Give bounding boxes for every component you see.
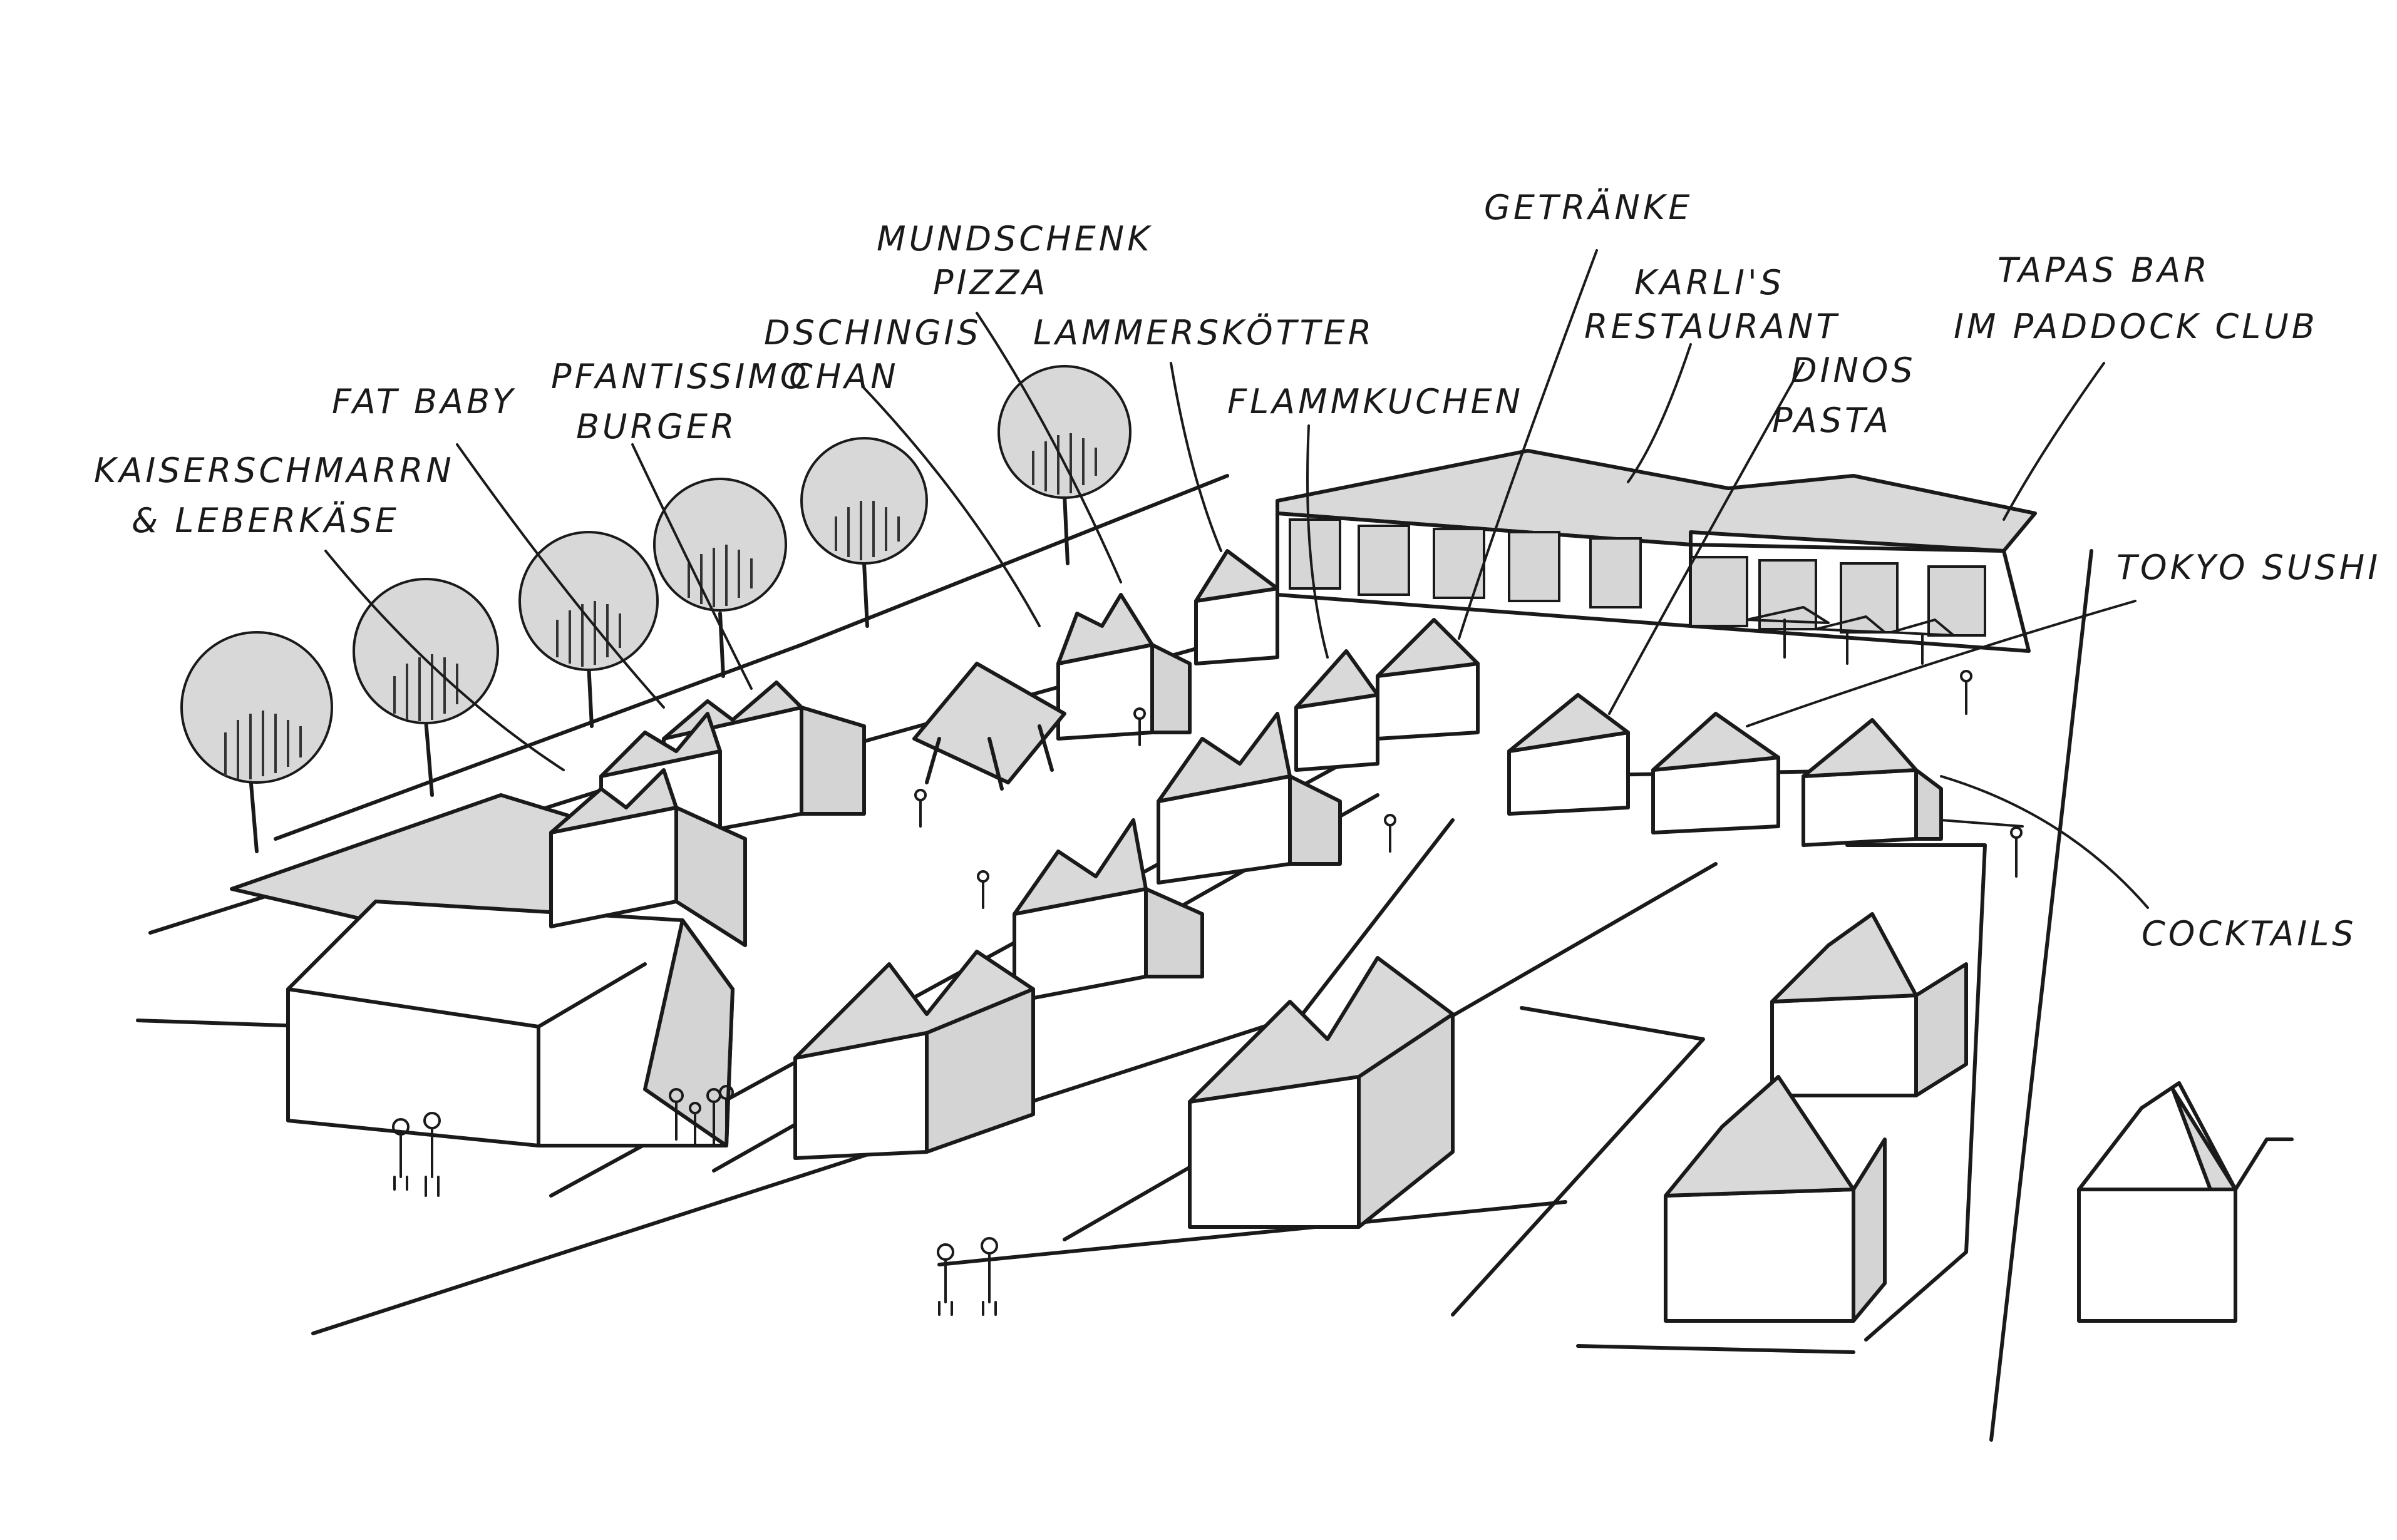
tent-flammkuchen	[1294, 649, 1379, 772]
label-flammkuchen: FLAMMKUCHEN	[1227, 382, 1523, 421]
label-fat-baby: FAT BABY	[332, 382, 516, 421]
tent-right-1	[1770, 912, 1968, 1097]
label-dschingis: DSCHINGIS	[764, 313, 982, 352]
tent-center-4	[1188, 956, 1455, 1229]
label-cocktails: COCKTAILS	[2142, 914, 2357, 953]
tent-center-1	[1157, 712, 1342, 885]
tent-right-2	[1664, 1075, 1887, 1323]
labels: KAISERSCHMARRN & LEBERKÄSE FAT BABY PFAN…	[94, 188, 2381, 953]
tent-dschingis	[1056, 593, 1192, 741]
tent-center-2	[1013, 818, 1204, 1004]
label-getraenke: GETRÄNKE	[1484, 188, 1693, 227]
label-chan: CHAN	[789, 357, 899, 396]
person-misc	[914, 670, 2023, 909]
star-tent	[912, 662, 1066, 791]
tree-5	[800, 437, 928, 628]
label-tokyo-sushi: TOKYO SUSHI	[2116, 548, 2381, 587]
tent-center-3	[793, 950, 1035, 1160]
leader-lines	[324, 249, 2149, 909]
tent-row-left	[549, 680, 866, 947]
tree-1	[180, 631, 333, 853]
label-karlis: KARLI'S	[1634, 263, 1785, 302]
tent-tokyo-sushi	[1651, 712, 1780, 834]
tent-fat-baby	[549, 768, 747, 947]
label-pfantissimo: PFANTISSIMO	[551, 357, 810, 396]
label-burger: BURGER	[576, 407, 738, 446]
people	[392, 670, 2023, 1316]
tent-mundschenk	[1194, 549, 1279, 665]
tent-dinos-pasta	[1507, 693, 1630, 816]
tree-4	[653, 478, 787, 678]
tree-2	[353, 578, 499, 797]
label-lammerskoetter: LAMMERSKÖTTER	[1033, 313, 1374, 352]
paddock-building	[1276, 449, 2037, 665]
tent-getraenke	[1376, 618, 1480, 741]
tree-row	[180, 365, 1131, 853]
tent-cocktails	[1802, 718, 1943, 847]
building-windows	[1289, 518, 1986, 637]
label-pizza: PIZZA	[933, 263, 1048, 302]
label-mundschenk: MUNDSCHENK	[877, 219, 1153, 259]
person-group-2	[669, 1085, 734, 1147]
label-restaurant: RESTAURANT	[1584, 307, 1840, 346]
label-leberkaese: & LEBERKÄSE	[131, 501, 400, 540]
tree-6	[997, 365, 1131, 565]
label-paddock-club: IM PADDOCK CLUB	[1954, 307, 2318, 346]
tent-far-right	[2077, 1081, 2294, 1323]
label-tapas-bar: TAPAS BAR	[1998, 250, 2210, 290]
label-pasta: PASTA	[1772, 401, 1892, 440]
label-dinos: DINOS	[1791, 351, 1916, 390]
tent-row-right	[1188, 618, 2294, 1323]
tree-3	[518, 531, 659, 728]
label-kaiserschmarrn: KAISERSCHMARRN	[94, 451, 455, 490]
person-group-1	[392, 1112, 441, 1197]
umbrellas	[1746, 606, 1955, 665]
tent-row-center	[793, 549, 1342, 1160]
person-group-3	[937, 1237, 998, 1316]
